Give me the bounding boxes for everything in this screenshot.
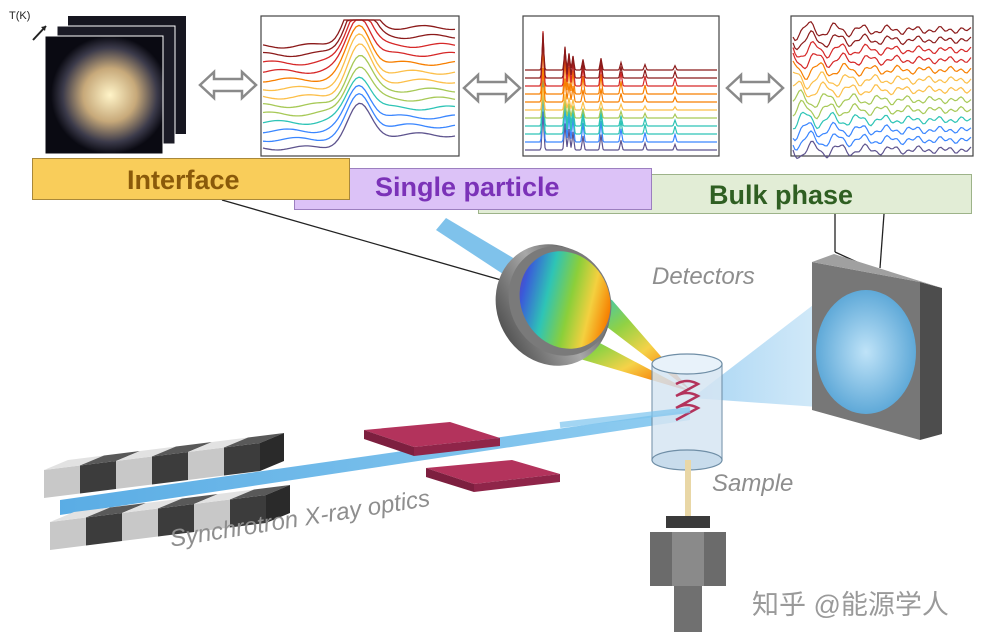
detectors-label: Detectors xyxy=(652,263,755,290)
single-particle-label: Single particle xyxy=(375,172,560,202)
pdf-spectra-panel xyxy=(790,15,974,160)
diffraction-trace xyxy=(525,89,717,143)
double-arrow-icon xyxy=(462,72,522,104)
diffraction-trace xyxy=(525,68,717,103)
pdf-trace xyxy=(792,80,972,98)
xray-beam xyxy=(60,410,690,515)
diffraction-trace xyxy=(525,87,717,111)
pdf-trace xyxy=(792,71,972,91)
double-arrow-icon xyxy=(198,69,785,104)
diffraction-trace xyxy=(525,44,717,95)
diffraction-trace xyxy=(525,40,717,71)
xanes-curve xyxy=(262,102,456,151)
diffraction-trace xyxy=(525,80,717,135)
double-arrow-icon xyxy=(725,72,785,104)
pdf-trace xyxy=(792,89,972,108)
pdf-trace xyxy=(792,121,972,142)
bulk-phase-label: Bulk phase xyxy=(709,180,854,210)
watermark-label: 知乎 @能源学人 xyxy=(752,590,949,620)
xanes-curve xyxy=(262,54,456,109)
pdf-trace xyxy=(792,40,972,59)
diffraction-trace xyxy=(525,32,717,79)
diffraction-trace xyxy=(525,31,717,87)
pdf-trace xyxy=(792,140,972,160)
diffraction-trace xyxy=(525,85,717,127)
scatter-beam-upper xyxy=(436,218,520,276)
undulator-icon xyxy=(44,433,290,550)
sample-label: Sample xyxy=(712,470,794,497)
diffraction-pattern-panel xyxy=(522,15,720,157)
interface-label: Interface xyxy=(127,165,240,195)
xanes-spectra-panel xyxy=(260,15,460,157)
xanes-curve xyxy=(262,19,456,49)
temperature-axis-label: T(K) xyxy=(9,10,31,22)
detector-icon xyxy=(495,244,612,366)
xanes-curve xyxy=(262,43,456,100)
xanes-curve xyxy=(262,66,456,117)
xanes-curve xyxy=(262,24,456,83)
slit-icon xyxy=(364,422,560,492)
temperature-image-stack xyxy=(32,16,186,155)
xanes-curve xyxy=(262,76,456,125)
panel-detector-icon xyxy=(812,254,942,440)
double-arrow-icon xyxy=(198,69,258,101)
pdf-trace xyxy=(792,99,972,120)
pdf-trace xyxy=(792,111,972,130)
interface-band: Interface xyxy=(32,158,350,200)
xanes-curve xyxy=(262,33,456,92)
pdf-trace xyxy=(792,60,972,80)
diffraction-trace xyxy=(525,91,717,119)
pdf-trace xyxy=(792,30,972,51)
pdf-trace xyxy=(792,130,972,151)
pdf-trace xyxy=(792,20,972,42)
pdf-trace xyxy=(792,52,972,70)
xanes-curve xyxy=(262,84,456,134)
single-particle-band: Single particle xyxy=(294,168,652,210)
diffraction-trace xyxy=(525,111,717,151)
xanes-curve xyxy=(262,92,456,143)
